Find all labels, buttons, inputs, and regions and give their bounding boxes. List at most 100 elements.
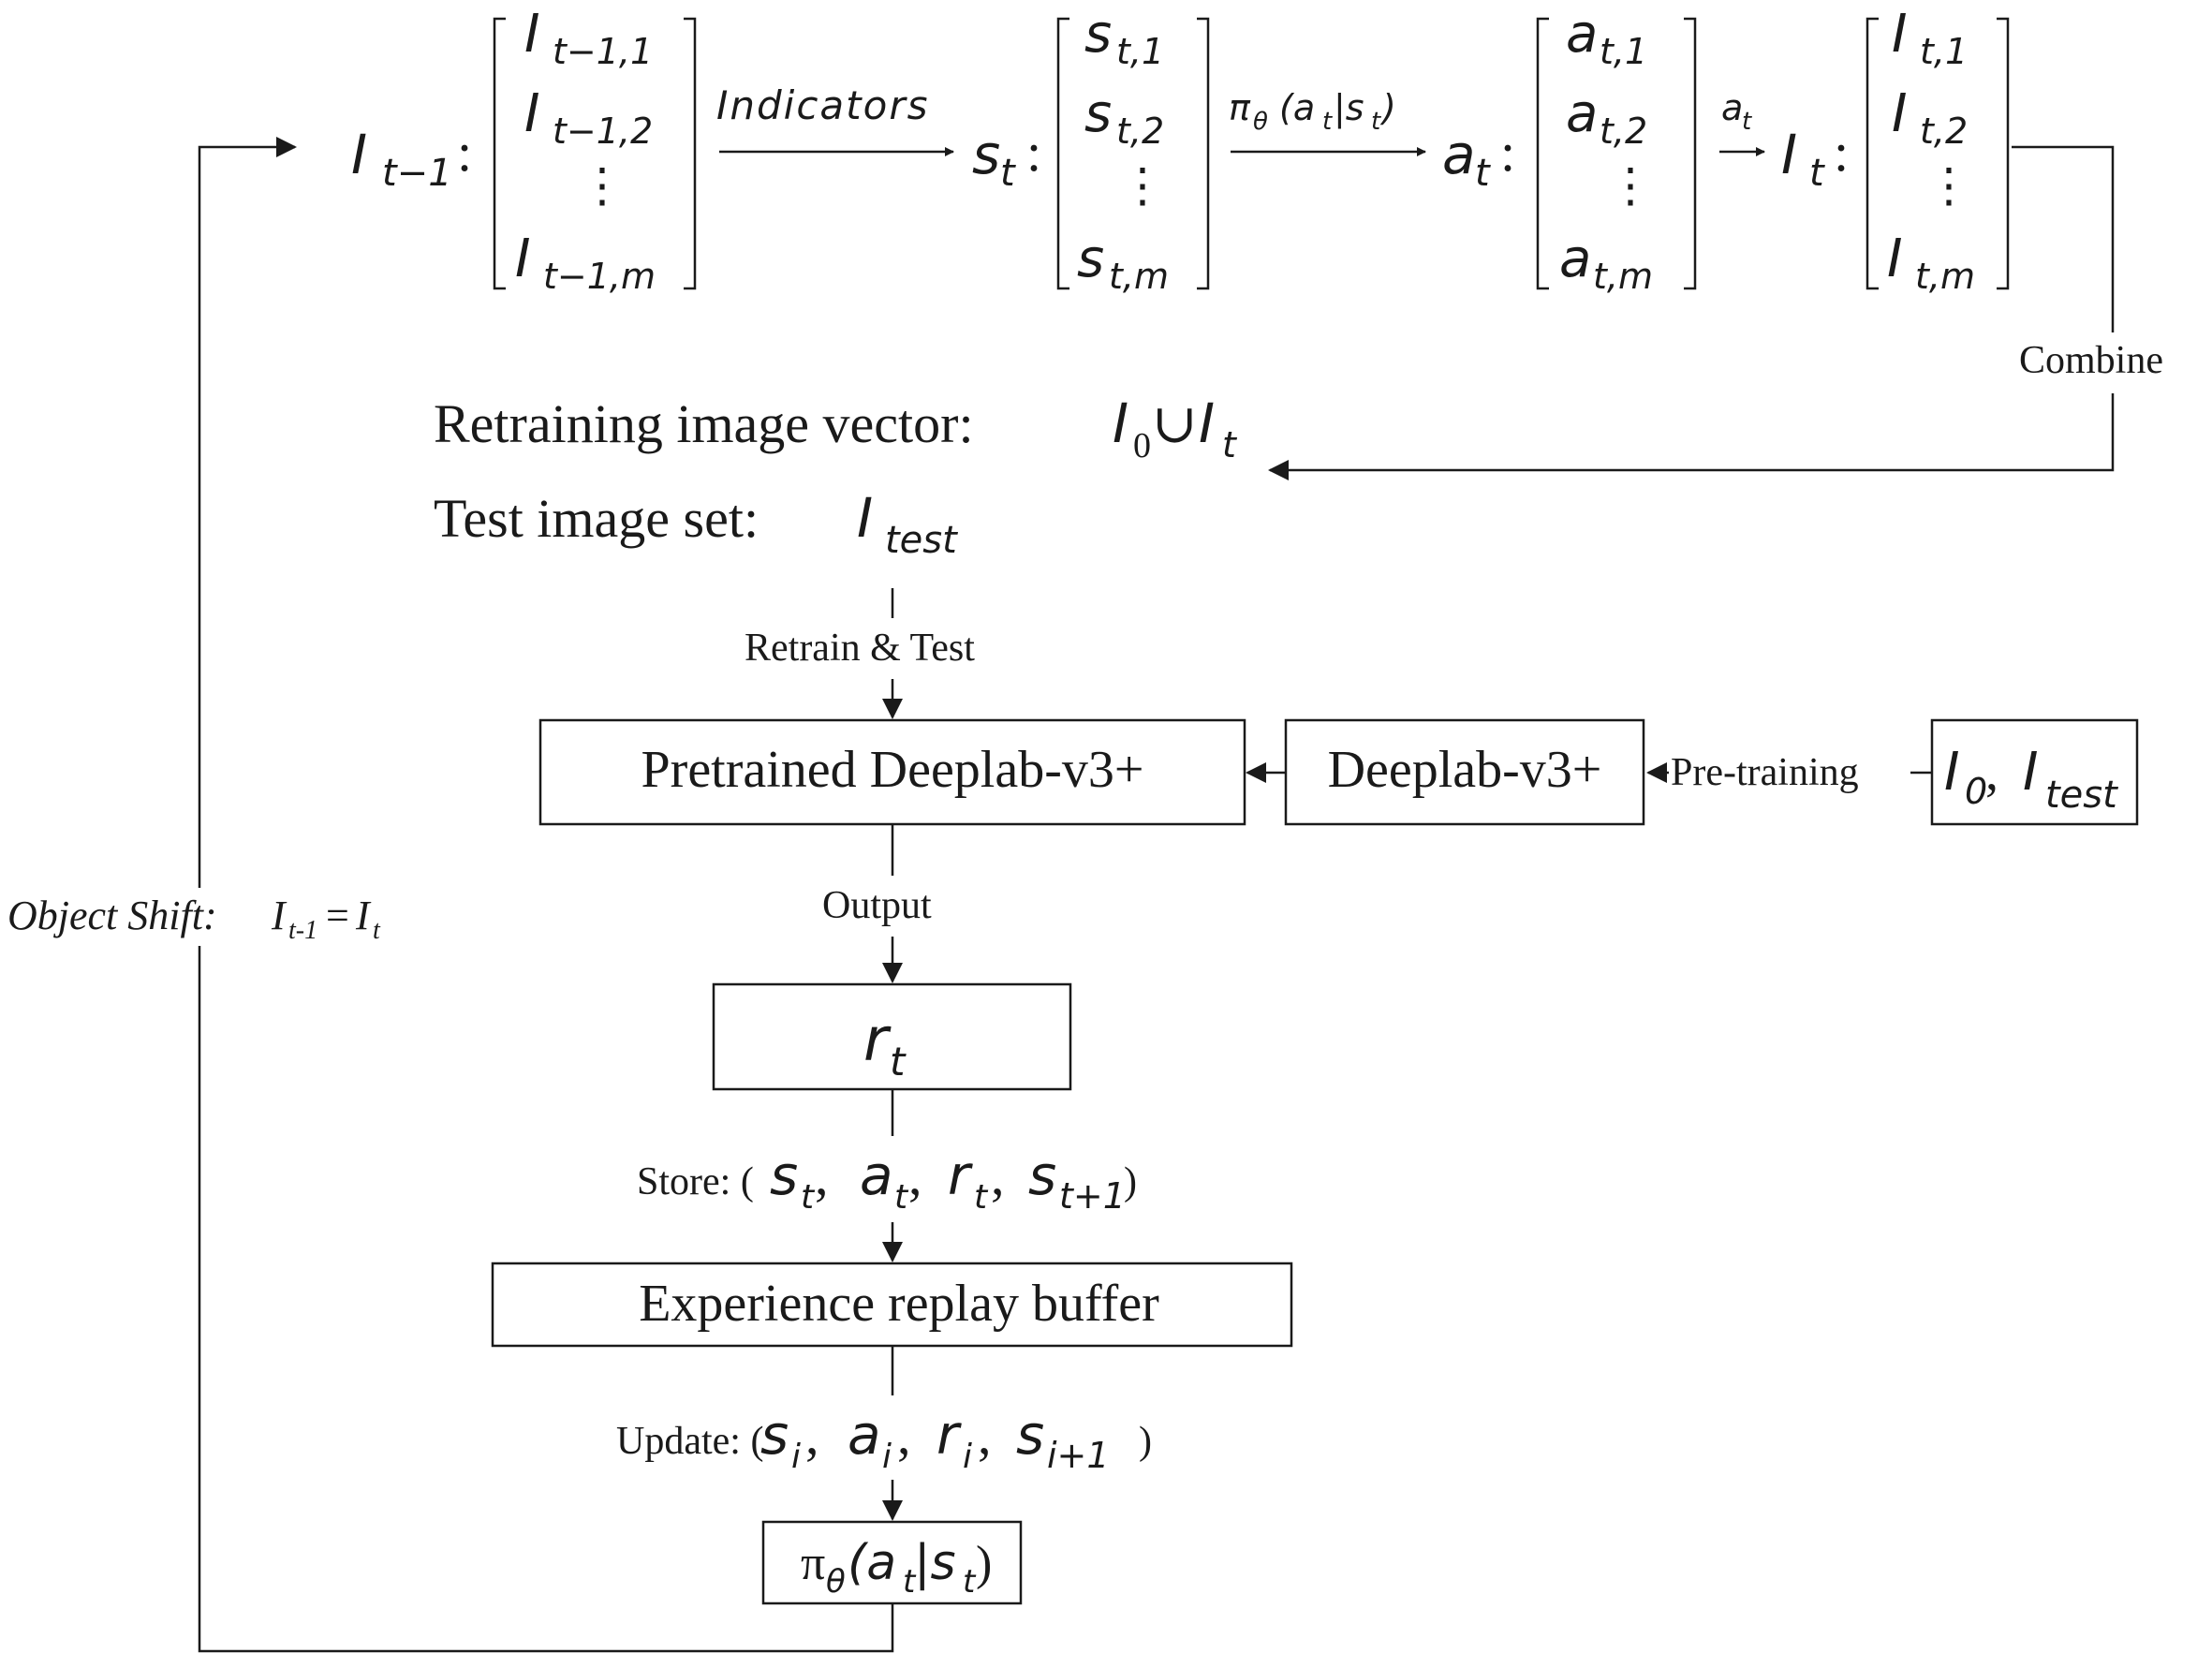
action-left-bracket [1536, 17, 1549, 290]
feedback-line-lower [198, 946, 894, 1653]
object-shift-I1-sub: t-1 [288, 916, 317, 945]
object-shift-eq: = [326, 893, 349, 938]
store-prefix: Store: ( [637, 1160, 754, 1203]
replay-buffer-label: Experience replay buffer [639, 1275, 1159, 1333]
action-item-m-sub: t,m [1593, 256, 1653, 297]
vec-next-dots: ⋮ [1925, 159, 1972, 212]
policy-arrow-close: ) [1379, 87, 1396, 128]
feedback-arrow-upper [198, 137, 297, 888]
store-comma-2: , [908, 1145, 922, 1206]
action-dots: ⋮ [1607, 159, 1654, 212]
policy-a: (a [848, 1535, 896, 1591]
vec-next-item-1: I [1892, 4, 1908, 65]
vec-next-right-bracket [1997, 17, 2010, 290]
policy-arrow-label: π θ (a t |s t ) [1229, 87, 1396, 136]
test-image-set: Test image set: I test [434, 486, 958, 562]
vec-prev-item-m-sub: t−1,m [543, 256, 656, 297]
combine-line-top [2012, 145, 2115, 332]
update-comma-3: , [978, 1405, 992, 1466]
store-suffix: ) [1124, 1160, 1137, 1203]
pretraining-label: Pre-training [1671, 751, 1859, 794]
store-r: r [948, 1144, 973, 1207]
state-right-bracket [1197, 17, 1210, 290]
policy-arrow-s: |s [1334, 87, 1364, 129]
action-item-1: a [1566, 4, 1598, 65]
vec-prev-left-bracket [493, 17, 506, 290]
inputs-label: I 0 , I test [1944, 742, 2118, 817]
policy-pi: π [801, 1537, 825, 1590]
store-s: s [770, 1144, 798, 1207]
policy-box [761, 1520, 1023, 1605]
state-item-2: s [1084, 83, 1112, 144]
policy-close: ) [976, 1537, 992, 1590]
inputs-box [1930, 718, 2139, 826]
state-item-2-sub: t,2 [1116, 111, 1164, 152]
inputs-comma: , [1985, 744, 1998, 802]
vec-next-colon: : [1834, 122, 1849, 183]
update-comma-1: , [805, 1405, 819, 1466]
state-item-1: s [1084, 4, 1112, 65]
policy-s: |s [914, 1535, 956, 1591]
retraining-union: ∪ [1152, 393, 1198, 454]
at-arrow-sub: t [1742, 108, 1752, 136]
retraining-image-vector: Retraining image vector: I 0 ∪ I t [434, 391, 1238, 465]
retraining-It: I [1199, 391, 1215, 455]
state-left-bracket [1056, 17, 1069, 290]
action-label: a [1442, 123, 1476, 186]
update-s2: s [1016, 1403, 1044, 1467]
inputs-Itest: I [2023, 742, 2039, 803]
inputs-I0-sub: 0 [1965, 771, 1987, 812]
deeplab-label: Deeplab-v3+ [1328, 741, 1602, 799]
object-shift-I2: I [355, 893, 372, 938]
update-r: r [936, 1403, 962, 1467]
vector-next: I t : I t,1 I t,2 ⋮ I t,m [1781, 4, 2010, 297]
update-r-sub: i [963, 1438, 972, 1476]
store-a-sub: t [894, 1178, 909, 1217]
store-s2: s [1028, 1144, 1056, 1207]
vec-next-left-bracket [1865, 17, 1879, 290]
store-tuple: Store: ( s t , a t , r t , s t+1 ) [637, 1144, 1137, 1217]
replay-buffer-box [491, 1262, 1293, 1348]
update-comma-2: , [897, 1405, 911, 1466]
action-item-2-sub: t,2 [1600, 111, 1647, 152]
combine-label: Combine [2019, 339, 2163, 382]
policy-t2: t [963, 1563, 977, 1601]
policy-arrow-a: (a [1279, 87, 1315, 128]
policy-t1: t [903, 1563, 917, 1601]
action-sub: t [1475, 152, 1491, 195]
update-tuple: Update: ( s i , a i , r i , s i+1 ) [616, 1403, 1152, 1476]
pretrained-deeplab-label: Pretrained Deeplab-v3+ [641, 741, 1144, 799]
vec-prev-colon: : [457, 122, 472, 183]
update-s2-sub: i+1 [1047, 1435, 1110, 1476]
state-sub: t [1000, 152, 1016, 195]
action-item-m: a [1559, 229, 1591, 289]
vec-prev-label: I [351, 123, 367, 186]
update-s: s [760, 1403, 789, 1467]
object-shift-I1: I [271, 893, 288, 938]
policy-arrow-theta: θ [1253, 108, 1268, 136]
vec-prev-right-bracket [684, 17, 697, 290]
vec-prev-sub: t−1 [382, 152, 452, 195]
vector-state: s t : s t,1 s t,2 ⋮ s t,m [972, 4, 1210, 297]
object-shift-label: Object Shift: I t-1 = I t [7, 893, 381, 945]
test-set-text: Test image set: [434, 488, 759, 549]
update-s-sub: i [791, 1438, 801, 1476]
state-label: s [972, 123, 1000, 186]
vec-next-label: I [1781, 123, 1797, 186]
store-a: a [860, 1144, 893, 1207]
vector-action: a t : a t,1 a t,2 ⋮ a t,m [1442, 4, 1697, 297]
output-label: Output [822, 884, 932, 927]
retraining-I0: I [1113, 391, 1128, 455]
object-shift-I2-sub: t [373, 916, 381, 945]
pretrained-deeplab-box [538, 718, 1246, 826]
update-a: a [848, 1403, 881, 1467]
action-item-2: a [1566, 83, 1598, 144]
store-comma-1: , [815, 1145, 829, 1206]
vec-next-item-1-sub: t,1 [1920, 31, 1968, 72]
store-s2-sub: t+1 [1059, 1175, 1126, 1217]
state-item-m-sub: t,m [1109, 256, 1169, 297]
inputs-Itest-sub: test [2045, 774, 2118, 817]
retraining-text: Retraining image vector: [434, 393, 974, 454]
test-set-sub: test [885, 519, 958, 562]
